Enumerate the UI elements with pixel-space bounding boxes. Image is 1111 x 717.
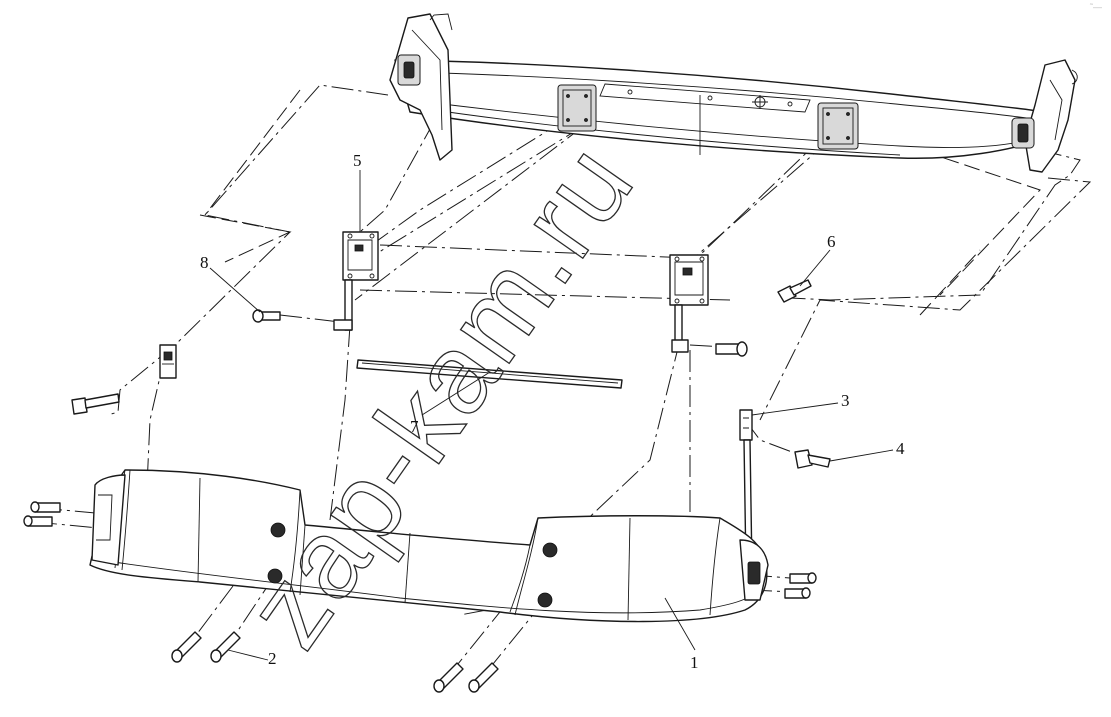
callout-3: 3 <box>751 391 850 416</box>
bolt-right-upper <box>715 341 748 357</box>
cab-roof-beam <box>389 13 1078 173</box>
callout-label: 7 <box>410 417 419 436</box>
callout-label: 1 <box>690 653 699 672</box>
corner-mark: ˜— <box>1089 2 1102 12</box>
bolts-left-end <box>23 501 61 527</box>
bolt-4 <box>794 449 831 469</box>
callout-label: 6 <box>827 232 836 251</box>
bolts-2-left <box>171 631 241 663</box>
callout-6: 6 <box>799 232 836 287</box>
callout-5: 5 <box>353 151 362 232</box>
bolt-left-flange <box>71 393 120 415</box>
callout-label: 3 <box>841 391 850 410</box>
bolts-right-end <box>784 572 817 599</box>
callout-label: 5 <box>353 151 362 170</box>
bolt-8 <box>252 309 281 323</box>
bracket-left <box>333 231 379 331</box>
callout-label: 4 <box>896 439 905 458</box>
bolts <box>23 279 831 693</box>
bracket-right <box>669 254 709 353</box>
callout-1: 1 <box>664 597 699 672</box>
bolt-6 <box>777 279 812 303</box>
sun-visor <box>89 469 769 623</box>
callout-7: 7 <box>410 371 491 436</box>
side-bracket-left <box>159 344 177 379</box>
callout-4: 4 <box>829 439 905 462</box>
callout-8: 8 <box>200 253 261 313</box>
bolts-lower-center <box>433 662 499 693</box>
rubber-strip <box>356 359 623 389</box>
callout-2: 2 <box>227 649 277 668</box>
callout-label: 2 <box>268 649 277 668</box>
callout-label: 8 <box>200 253 209 272</box>
